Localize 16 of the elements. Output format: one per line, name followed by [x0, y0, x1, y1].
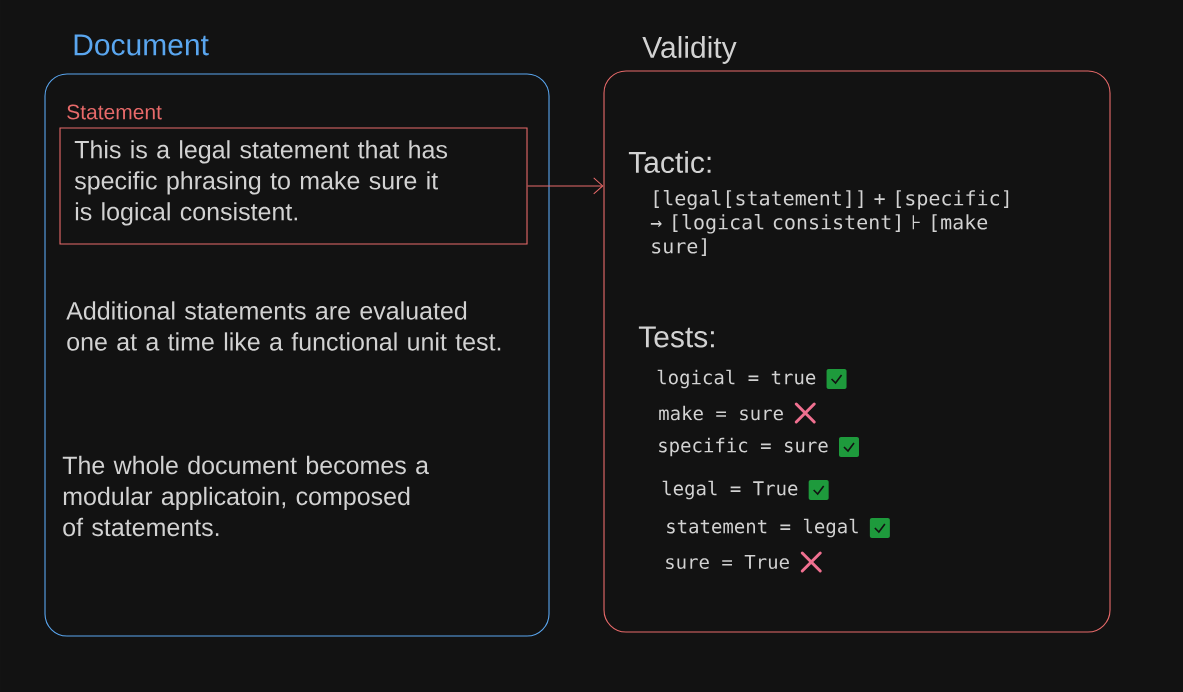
test-line: logical = true — [657, 369, 816, 389]
note-text: The whole document becomes a modular applicatoin, composed of statements. — [62, 455, 429, 537]
test-line: make = sure — [659, 405, 783, 421]
test-line: legal = True — [662, 480, 798, 500]
test-line: statement = legal — [667, 518, 858, 538]
tactic-code: [legal[statement]] + [specific] → [logical consistent] ⊦ [make sure] — [650, 190, 1009, 256]
section-heading: Tactic: — [628, 151, 711, 173]
test-line: sure = True — [666, 554, 789, 570]
test-line: specific = sure — [659, 437, 828, 457]
section-heading: Tests: — [638, 326, 714, 348]
heading: Document — [74, 34, 209, 56]
note-text: Additional statements are evaluated one at a time like a functional unit test. — [66, 301, 501, 351]
statement-box: This is a legal statement that has specific phrasing to make sure it is logical consistent. — [59, 127, 528, 245]
heading: Statement — [67, 104, 162, 120]
arrow — [527, 177, 604, 195]
heading: Validity — [642, 36, 737, 64]
